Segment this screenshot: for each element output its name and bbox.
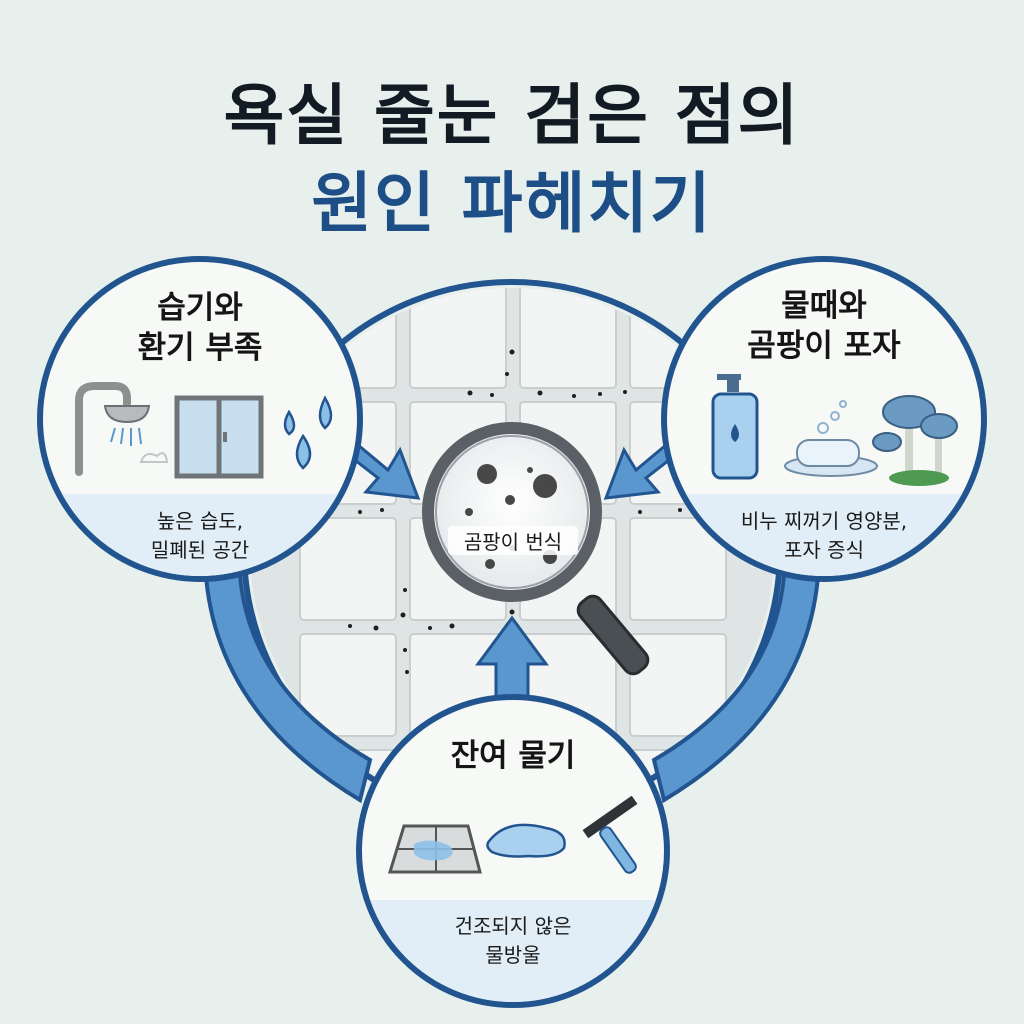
cause-title-line1: 물때와 xyxy=(781,288,867,324)
cause-desc-line1: 건조되지 않은 xyxy=(454,914,572,938)
window-icon xyxy=(174,395,264,479)
cause-icons xyxy=(387,796,638,874)
cycle-arc-left xyxy=(202,556,373,804)
cause-title: 물때와 곰팡이 포자 xyxy=(667,286,981,366)
cause-title-line2: 환기 부족 xyxy=(137,330,263,366)
cause-desc: 건조되지 않은 물방울 xyxy=(362,912,664,970)
cause-soap-card: 물때와 곰팡이 포자 xyxy=(661,256,987,582)
title-line-1: 욕실 줄눈 검은 점의 xyxy=(223,77,801,154)
cause-desc-line2: 물방울 xyxy=(485,943,541,967)
cause-desc-line1: 비누 찌꺼기 영양분, xyxy=(740,509,908,533)
cause-water-card: 잔여 물기 건조되지 않은 물방울 xyxy=(356,694,670,1008)
cause-desc-line2: 포자 증식 xyxy=(784,538,864,562)
desc-band xyxy=(667,494,981,576)
cause-desc: 높은 습도, 밀폐된 공간 xyxy=(43,507,357,565)
cause-icons xyxy=(711,374,958,486)
cause-title-line1: 습기와 xyxy=(157,290,243,326)
cycle-arc-right xyxy=(651,556,822,804)
water-drops-icon xyxy=(283,395,333,470)
cause-desc: 비누 찌꺼기 영양분, 포자 증식 xyxy=(667,507,981,565)
desc-band xyxy=(362,900,664,1002)
cause-desc-line1: 높은 습도, xyxy=(156,509,244,533)
desc-band xyxy=(43,494,357,576)
shower-icon xyxy=(75,382,169,476)
wet-tile-icon xyxy=(387,824,482,874)
cause-title: 잔여 물기 xyxy=(450,738,576,774)
soap-bar-icon xyxy=(784,400,878,477)
cause-title-line2: 곰팡이 포자 xyxy=(747,328,901,364)
title-line-2: 원인 파헤치기 xyxy=(311,165,713,242)
cause-humidity-card: 습기와 환기 부족 높은 습도, 밀폐된 공간 xyxy=(37,256,363,582)
cause-title: 습기와 환기 부족 xyxy=(43,288,357,368)
mushroom-icon xyxy=(872,395,958,486)
soap-bottle-icon xyxy=(711,374,759,480)
squeegee-icon xyxy=(582,796,638,874)
center-label: 곰팡이 번식 xyxy=(448,526,578,555)
puddle-icon xyxy=(486,823,566,858)
cause-icons xyxy=(75,382,333,479)
cause-desc-line2: 밀폐된 공간 xyxy=(150,538,250,562)
